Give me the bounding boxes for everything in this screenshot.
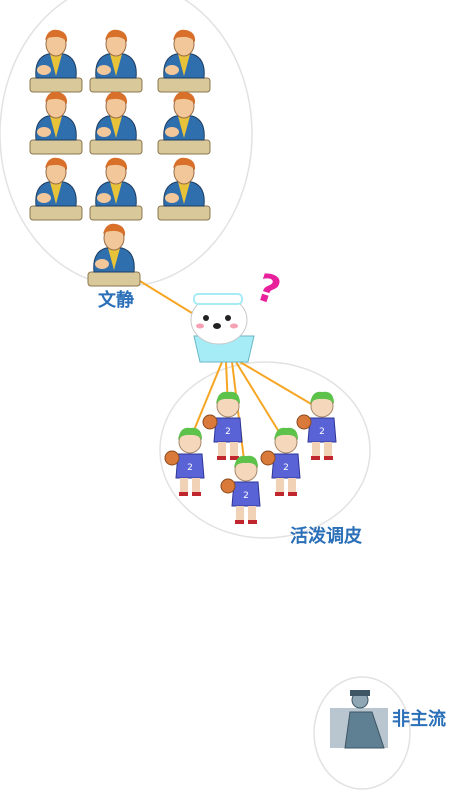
quiet-group-label: 文静: [98, 290, 134, 311]
non-mainstream-group-label: 非主流: [392, 709, 446, 730]
connector-boy-3: [231, 361, 246, 469]
connector-boy-5: [239, 361, 319, 409]
non-mainstream-member: [330, 690, 388, 749]
connector-boy-4: [235, 361, 285, 441]
connector-boy-1: [189, 361, 223, 441]
center-bear-figure: [190, 293, 255, 363]
connector-quiet: [134, 277, 201, 319]
active-group-label: 活泼调皮: [290, 526, 362, 547]
question-mark-icon: ?: [251, 265, 286, 314]
